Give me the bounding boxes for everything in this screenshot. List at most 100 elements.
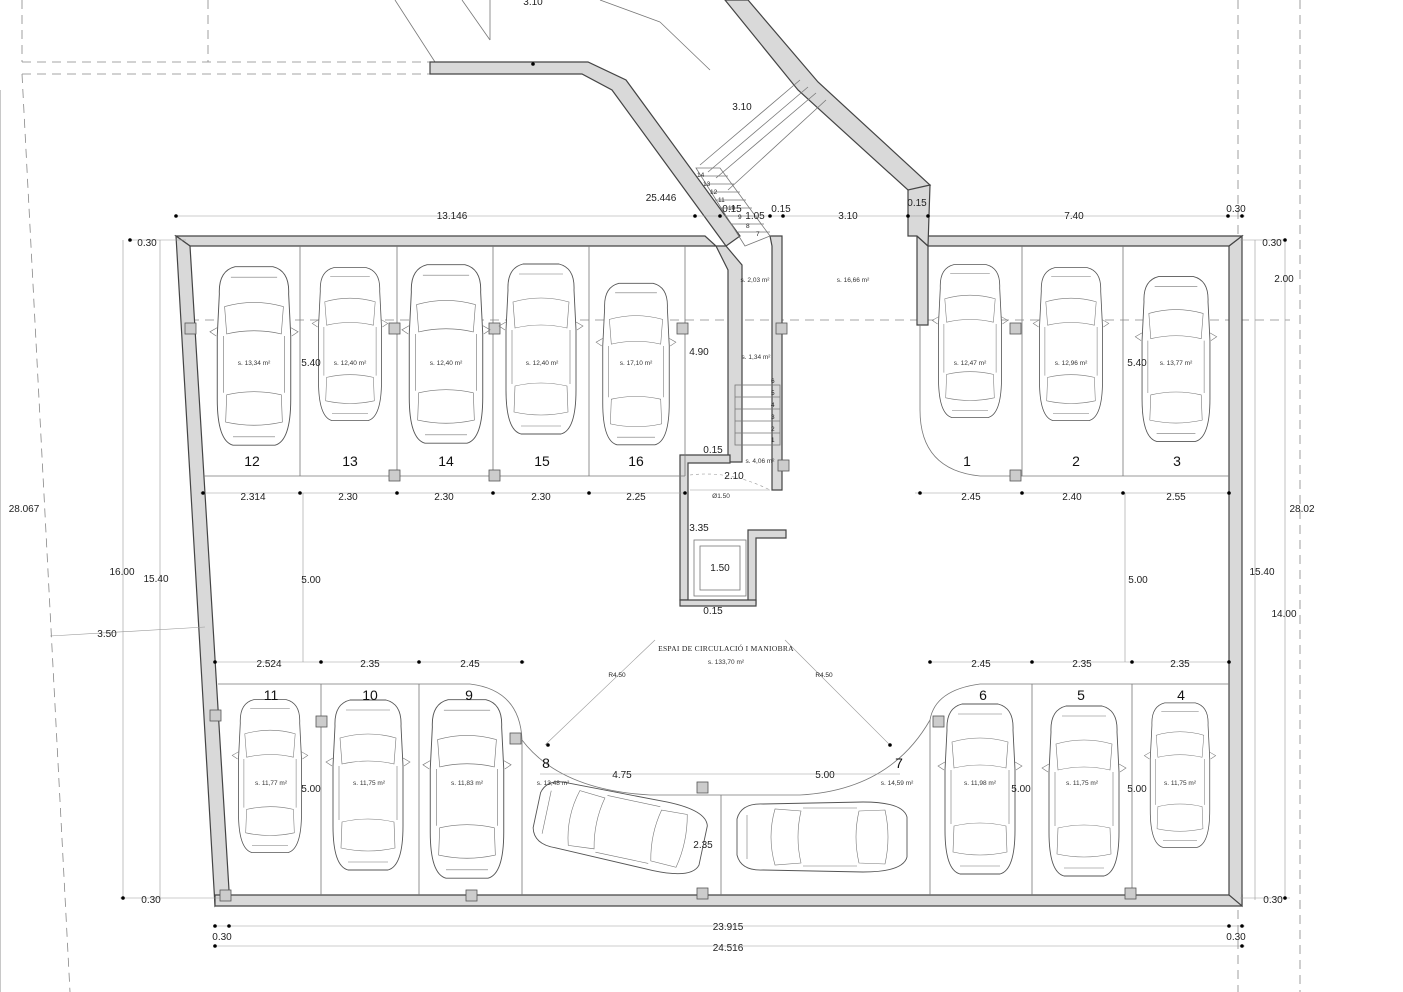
dimension-label: 0.30 [1262, 238, 1282, 249]
dimension-label: 2.314 [240, 492, 265, 503]
exterior-walls [174, 0, 1244, 908]
dimension-label: 2.524 [256, 659, 281, 670]
stair-step: 12 [710, 189, 718, 196]
stair-step: 3 [771, 414, 775, 421]
dimension-label: 2.45 [460, 659, 480, 670]
radius-label: R4.50 [815, 672, 833, 679]
circulation-area: s. 133,70 m² [708, 659, 745, 666]
dimension-label: 0.30 [1226, 932, 1246, 943]
dimension-label: 0.30 [1263, 895, 1283, 906]
dimension-label: 5.00 [301, 575, 321, 586]
stair-step: 7 [756, 231, 760, 238]
stair-step: 9 [738, 214, 742, 221]
room-area: s. 16,66 m² [837, 277, 870, 284]
dimension-label: 3.35 [689, 523, 709, 534]
dimension-label: 5.00 [815, 770, 835, 781]
dimension-label: 2.40 [1062, 492, 1082, 503]
dimension-label: 15.40 [143, 574, 168, 585]
stall-lines-top [203, 246, 1229, 477]
space-number: 12 [244, 453, 260, 469]
dimension-label: 28.067 [9, 504, 40, 515]
space-area: s. 11,83 m² [451, 780, 484, 787]
dimension-lines [49, 215, 1290, 947]
dimension-dots [121, 62, 1287, 948]
space-number: 1 [963, 453, 971, 469]
dimension-label: 3.50 [97, 629, 117, 640]
space-area: s. 11,75 m² [353, 780, 386, 787]
stair-step: 2 [771, 426, 775, 433]
room-area: s. 2,03 m² [741, 277, 771, 284]
dimension-label: 2.45 [961, 492, 981, 503]
dimension-label: 2.30 [434, 492, 454, 503]
ramp [699, 79, 827, 191]
stair-step: 8 [746, 223, 750, 230]
space-number: 2 [1072, 453, 1080, 469]
dimension-label: 7.40 [1064, 211, 1084, 222]
radius-label: R4.50 [608, 672, 626, 679]
dimension-label: 5.40 [301, 358, 321, 369]
dimension-label: 2.25 [626, 492, 646, 503]
space-area: s. 14,59 m² [881, 780, 914, 787]
room-area: s. 1,34 m² [742, 354, 772, 361]
space-area: s. 13,48 m² [537, 780, 570, 787]
dimension-label: 0.15 [907, 198, 927, 209]
space-labels-bottom: 11 s. 11,77 m² 10 s. 11,75 m² 9 s. 11,83… [255, 687, 1197, 787]
dimension-label: 23.915 [713, 922, 744, 933]
dimension-label: 2.30 [531, 492, 551, 503]
dimension-label: 16.00 [109, 567, 134, 578]
dimension-label: 1.05 [745, 211, 765, 222]
stair-numbers: 14 13 12 11 10 9 8 7 6 5 4 3 2 1 [697, 172, 775, 444]
space-area: s. 11,75 m² [1066, 780, 1099, 787]
dimension-label: 4.90 [689, 347, 709, 358]
elevator [689, 473, 771, 597]
space-number: 5 [1077, 687, 1085, 703]
space-number: 16 [628, 453, 644, 469]
space-number: 6 [979, 687, 987, 703]
dimension-label: 14.00 [1271, 609, 1296, 620]
stair-step: 4 [771, 402, 775, 409]
stair-step: 5 [771, 390, 775, 397]
stair-step: 11 [718, 197, 725, 204]
dimension-label: 13.146 [437, 211, 468, 222]
dimension-label: 0.15 [722, 204, 742, 215]
dimension-label: 5.40 [1127, 358, 1147, 369]
space-number: 9 [465, 687, 473, 703]
dimension-label: 5.00 [1128, 575, 1148, 586]
dimension-label: 0.30 [212, 932, 232, 943]
dimension-label: 3.10 [838, 211, 858, 222]
dimension-label: 2.35 [1170, 659, 1190, 670]
space-area: s. 12,47 m² [954, 360, 987, 367]
dimension-label: 0.15 [703, 445, 723, 456]
stair-step: 1 [771, 437, 775, 444]
space-number: 3 [1173, 453, 1181, 469]
dimension-label: 0.30 [1226, 204, 1246, 215]
room-labels: s. 2,03 m² s. 16,66 m² s. 1,34 m² s. 4,0… [658, 277, 870, 666]
space-area: s. 11,75 m² [1164, 780, 1197, 787]
dimension-label: 2.30 [338, 492, 358, 503]
space-number: 10 [362, 687, 378, 703]
dimension-label: 1.50 [710, 563, 730, 574]
space-number: 7 [895, 755, 903, 771]
dimension-label: 5.00 [1011, 784, 1031, 795]
space-area: s. 13,77 m² [1160, 360, 1193, 367]
space-area: s. 11,77 m² [255, 780, 288, 787]
dimension-label: 0.15 [703, 606, 723, 617]
stair-step: 6 [771, 378, 775, 385]
stair-step: 13 [703, 181, 711, 188]
columns [184, 322, 1137, 902]
space-number: 13 [342, 453, 358, 469]
turning-circle: Ø1.50 [712, 493, 730, 500]
dimension-texts: 3.10 3.10 25.446 13.146 0.15 1.05 0.15 3… [9, 0, 1315, 954]
dimension-label: 2.35 [360, 659, 380, 670]
dimension-label: 5.00 [1127, 784, 1147, 795]
space-number: 8 [542, 755, 550, 771]
space-area: s. 12,96 m² [1055, 360, 1088, 367]
cars-bottom [231, 699, 1217, 881]
space-area: s. 17,10 m² [620, 360, 653, 367]
space-number: 4 [1177, 687, 1185, 703]
space-area: s. 13,34 m² [238, 360, 271, 367]
space-labels-top: 12 s. 13,34 m² 13 s. 12,40 m² 14 s. 12,4… [238, 360, 1193, 469]
dimension-label: 2.10 [724, 471, 744, 482]
dimension-label: 2.35 [693, 840, 713, 851]
